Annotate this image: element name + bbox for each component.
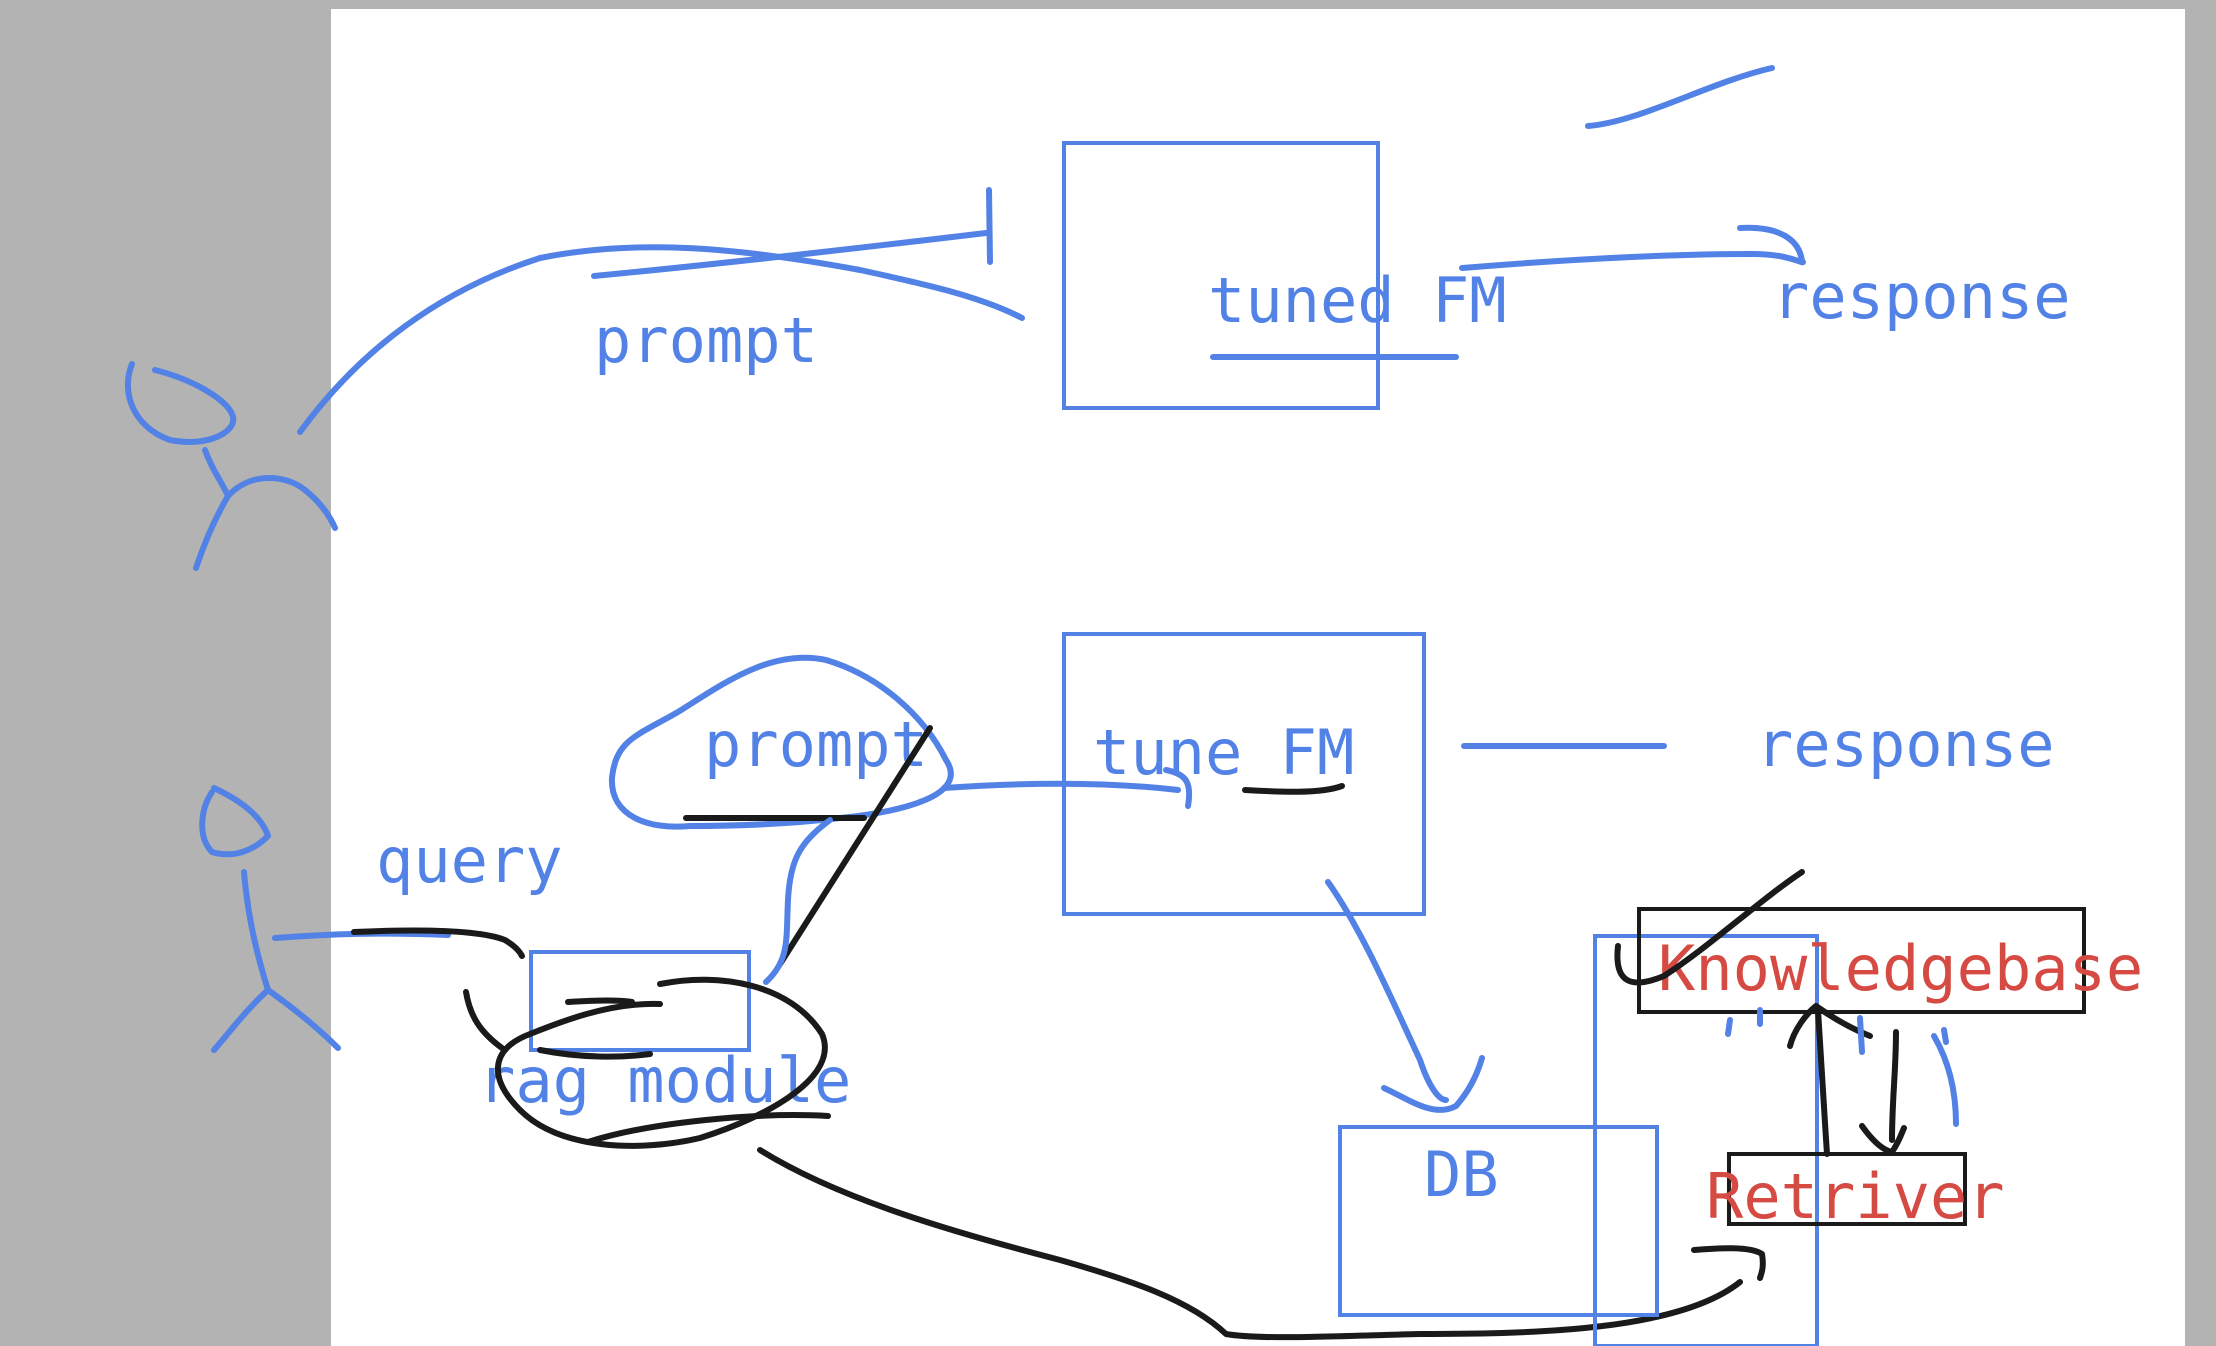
rag-to-retriever-arrow [757,1147,1743,1341]
user-figure-bottom [199,785,341,1053]
model-to-response-arrow-top [1459,251,1806,271]
rag-module-box [529,950,751,1052]
prompt-label-top: prompt [594,304,818,377]
canvas-area [331,9,2185,1346]
knowledgebase-check-mark [1614,869,1805,986]
rag-module-loop [494,976,828,1149]
blue-tick-marks [1725,1007,1959,1127]
knowledgebase-box [1637,907,2086,1014]
rag-module-label: rag module [478,1044,851,1117]
user-figure-top [125,361,338,571]
stray-stroke [1585,65,1775,129]
retriever-arrow-head [1691,1245,1766,1281]
tuned-fm-box [1062,141,1380,410]
tuned-fm-label: tuned FM [1208,264,1507,337]
db-arrow-head [1381,1055,1485,1113]
retriever-to-knowledgebase-arrow [1815,1007,1830,1157]
response-label-top: response [1772,260,2071,333]
retriever-box [1727,1152,1967,1226]
storage-container [1593,934,1819,1346]
rag-module-scribble [463,989,831,1145]
prompt-label-bottom: prompt [704,708,928,781]
prompt-strikethrough [777,725,933,967]
tune-fm-box [1062,632,1426,916]
db-label: DB [1424,1138,1499,1211]
retriever-label: Retriver [1706,1160,2005,1233]
prompt-to-model-arrow [941,780,1181,793]
db-box [1338,1125,1659,1317]
user-to-model-arrow-top [297,244,1025,435]
response-label-bottom: response [1756,708,2055,781]
tune-fm-label: tune FM [1093,716,1354,789]
prompt-arrow-tick [986,187,993,265]
knowledgebase-to-retriever-arrow [1889,1029,1899,1143]
model-to-db-arrow [1325,879,1449,1103]
prompt-to-model-hook [1163,767,1193,809]
response-hook-top [1737,224,1805,265]
rag-to-prompt-link [763,817,833,985]
prompt-arrow-stroke [591,230,989,279]
knowledgebase-label: Knowledgebase [1658,932,2143,1005]
tune-fm-underline [1242,783,1345,795]
retriever-to-knowledgebase-arrowhead [1787,1003,1873,1049]
query-arrow-overstroke [351,927,525,959]
knowledgebase-to-retriever-arrowhead [1859,1123,1907,1155]
query-label: query [376,824,563,897]
